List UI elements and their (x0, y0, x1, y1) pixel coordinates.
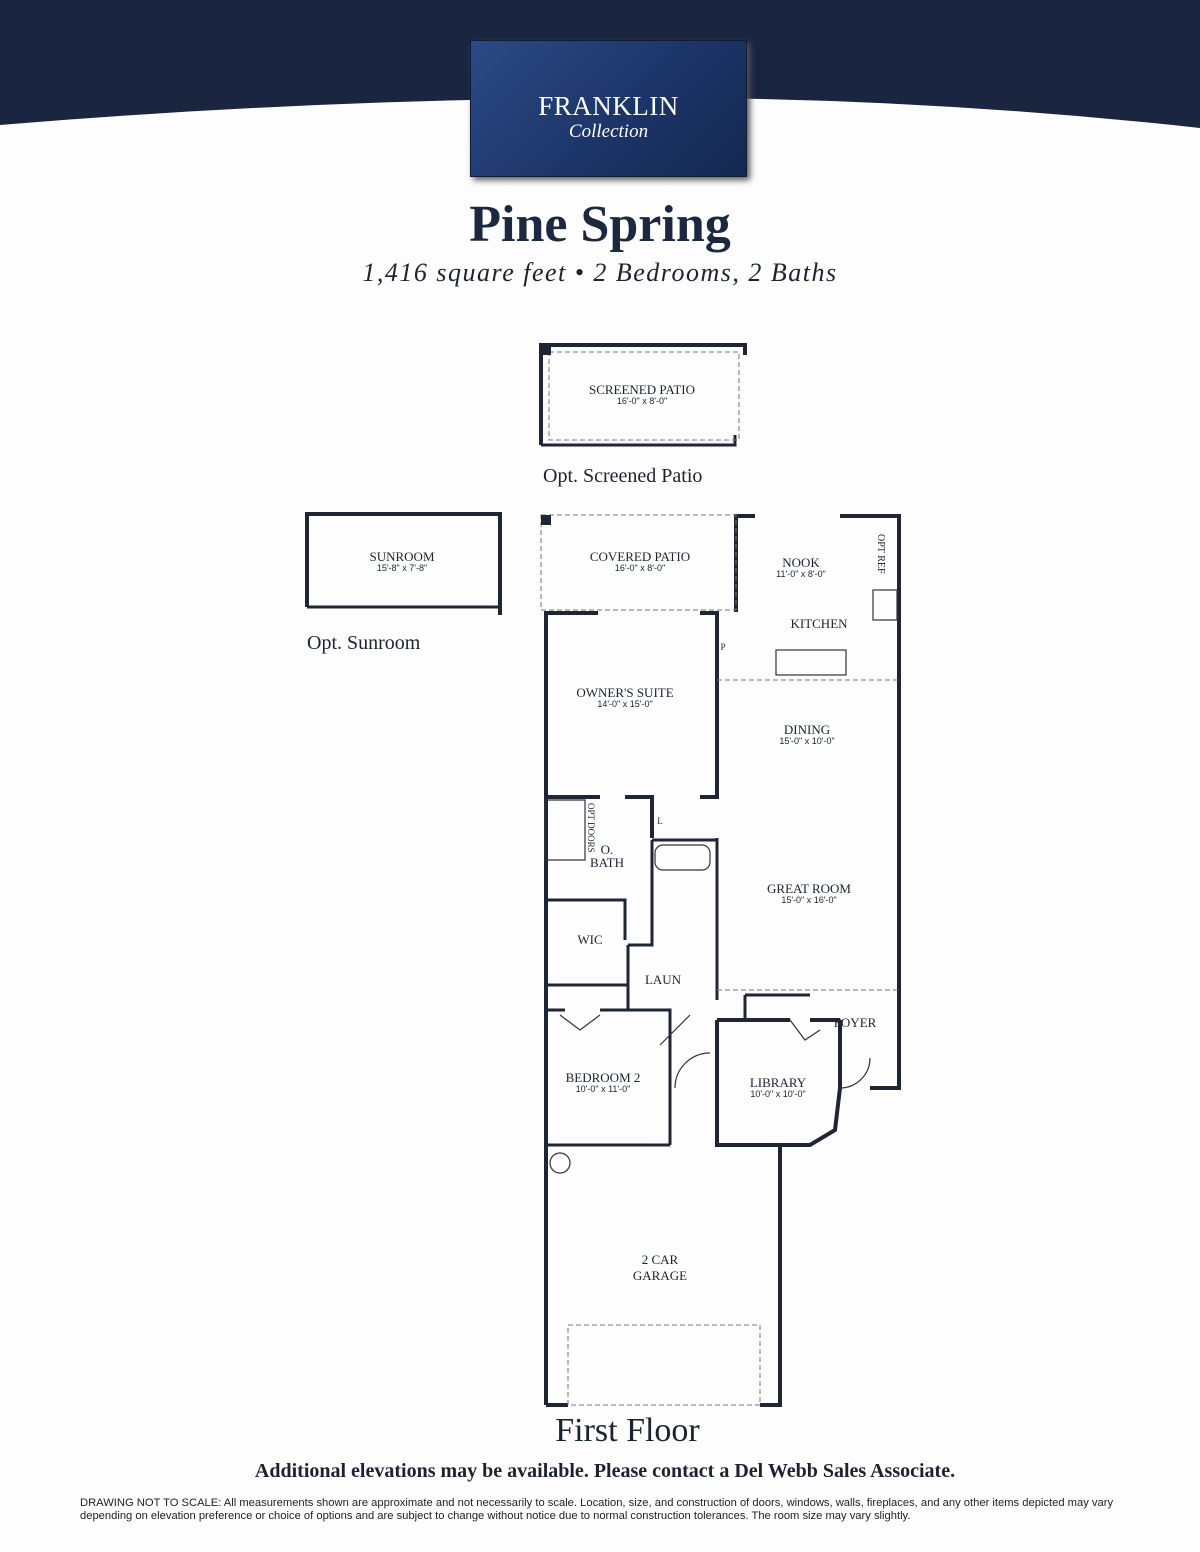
linen-label: L (657, 816, 663, 826)
room-wic: WIC (577, 932, 603, 947)
elevations-note: Additional elevations may be available. … (254, 1460, 956, 1482)
room-kitchen: KITCHEN (790, 616, 848, 631)
pantry-label: P (720, 642, 726, 652)
room-name: OWNER'S SUITE (576, 685, 674, 700)
room-name: COVERED PATIO (589, 549, 691, 564)
room-dimensions: 16'-0" x 8'-0" (616, 396, 668, 406)
room-name: SUNROOM (369, 549, 435, 564)
logo-name: FRANKLIN (538, 91, 679, 121)
room-dimensions: 14'-0" x 15'-0" (597, 699, 653, 709)
room-name: SCREENED PATIO (588, 382, 696, 397)
room-garage: 2 CAR GARAGE (632, 1252, 688, 1283)
room-name: BEDROOM 2 (565, 1070, 641, 1085)
room-dimensions: 15'-0" x 16'-0" (781, 895, 837, 905)
opt-sunroom-caption: Opt. Sunroom (307, 632, 421, 654)
room-dimensions: 11'-0" x 8'-0" (776, 569, 826, 579)
franklin-collection-logo: FRANKLIN Collection (470, 40, 747, 177)
plan-title: Pine Spring (469, 196, 731, 253)
room-name: NOOK (782, 555, 820, 570)
room-dimensions: 15'-8" x 7'-8" (376, 563, 428, 573)
room-owners-bath: O. BATH (590, 842, 624, 870)
room-name: GREAT ROOM (767, 881, 851, 896)
room-dimensions: 16'-0" x 8'-0" (614, 563, 666, 573)
floor-label: First Floor (555, 1412, 700, 1449)
logo-collection: Collection (568, 121, 649, 142)
opt-screened-patio-caption: Opt. Screened Patio (543, 465, 703, 487)
plan-subtitle: 1,416 square feet • 2 Bedrooms, 2 Baths (362, 258, 838, 287)
room-name: LIBRARY (749, 1075, 807, 1090)
room-name: DINING (783, 722, 831, 737)
room-dimensions: 10'-0" x 10'-0" (750, 1089, 806, 1099)
room-dimensions: 10'-0" x 11'-0" (575, 1084, 631, 1094)
room-laundry: LAUN (644, 972, 682, 987)
disclaimer: DRAWING NOT TO SCALE: All measurements s… (80, 1497, 1114, 1522)
room-dimensions: 15'-0" x 10'-0" (779, 736, 835, 746)
room-foyer: FOYER (833, 1015, 877, 1030)
opt-ref-label: OPT REF (875, 534, 886, 574)
